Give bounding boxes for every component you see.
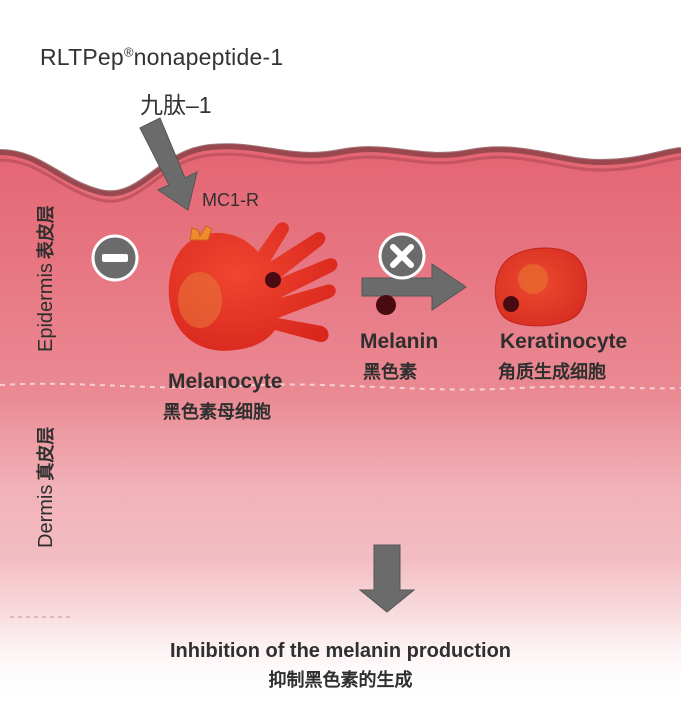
keratinocyte-cell: [494, 247, 588, 327]
melanin-granule: [376, 295, 396, 315]
melanocyte-label-cn: 黑色素母细胞: [163, 402, 271, 422]
mc1r-label: MC1-R: [202, 190, 259, 210]
melanin-label: Melanin: [360, 330, 439, 353]
peptide-suffix: nonapeptide-1: [133, 44, 284, 70]
stratum-corneum: [0, 143, 681, 197]
mc1r-receptor: [189, 225, 213, 241]
result-label: Inhibition of the melanin production: [169, 640, 512, 662]
peptide-title: RLTPep®nonapeptide-1: [40, 44, 283, 71]
melanocyte-label: Melanocyte: [168, 370, 283, 393]
epidermis-label-cn: 表皮层: [36, 205, 56, 260]
registered-mark: ®: [123, 44, 134, 60]
keratinocyte-label-cn: 角质生成细胞: [498, 362, 606, 382]
minus-circle-icon: [91, 234, 139, 282]
down-arrow: [358, 544, 416, 613]
bottom-fade: [0, 560, 681, 701]
peptide-arrow: [139, 117, 198, 211]
result-label-cn: 抑制黑色素的生成: [268, 670, 413, 690]
dermis-label-en: Dermis: [35, 484, 57, 548]
skin-layer-line: [0, 152, 681, 203]
epidermis-label: Epidermis 表皮层: [32, 205, 58, 352]
layer-boundary: [0, 382, 681, 391]
melanocyte-cell: [168, 222, 338, 351]
melanin-label-cn: 黑色素: [363, 362, 417, 382]
transfer-arrow: [361, 263, 467, 311]
peptide-name: RLTPep: [40, 44, 124, 70]
dermis-label: Dermis 真皮层: [32, 427, 58, 548]
dermis-label-cn: 真皮层: [36, 426, 56, 481]
peptide-name-cn: 九肽–1: [140, 92, 212, 118]
x-circle-icon: [378, 232, 426, 280]
keratinocyte-label: Keratinocyte: [500, 330, 628, 353]
epidermis-label-en: Epidermis: [35, 263, 57, 352]
